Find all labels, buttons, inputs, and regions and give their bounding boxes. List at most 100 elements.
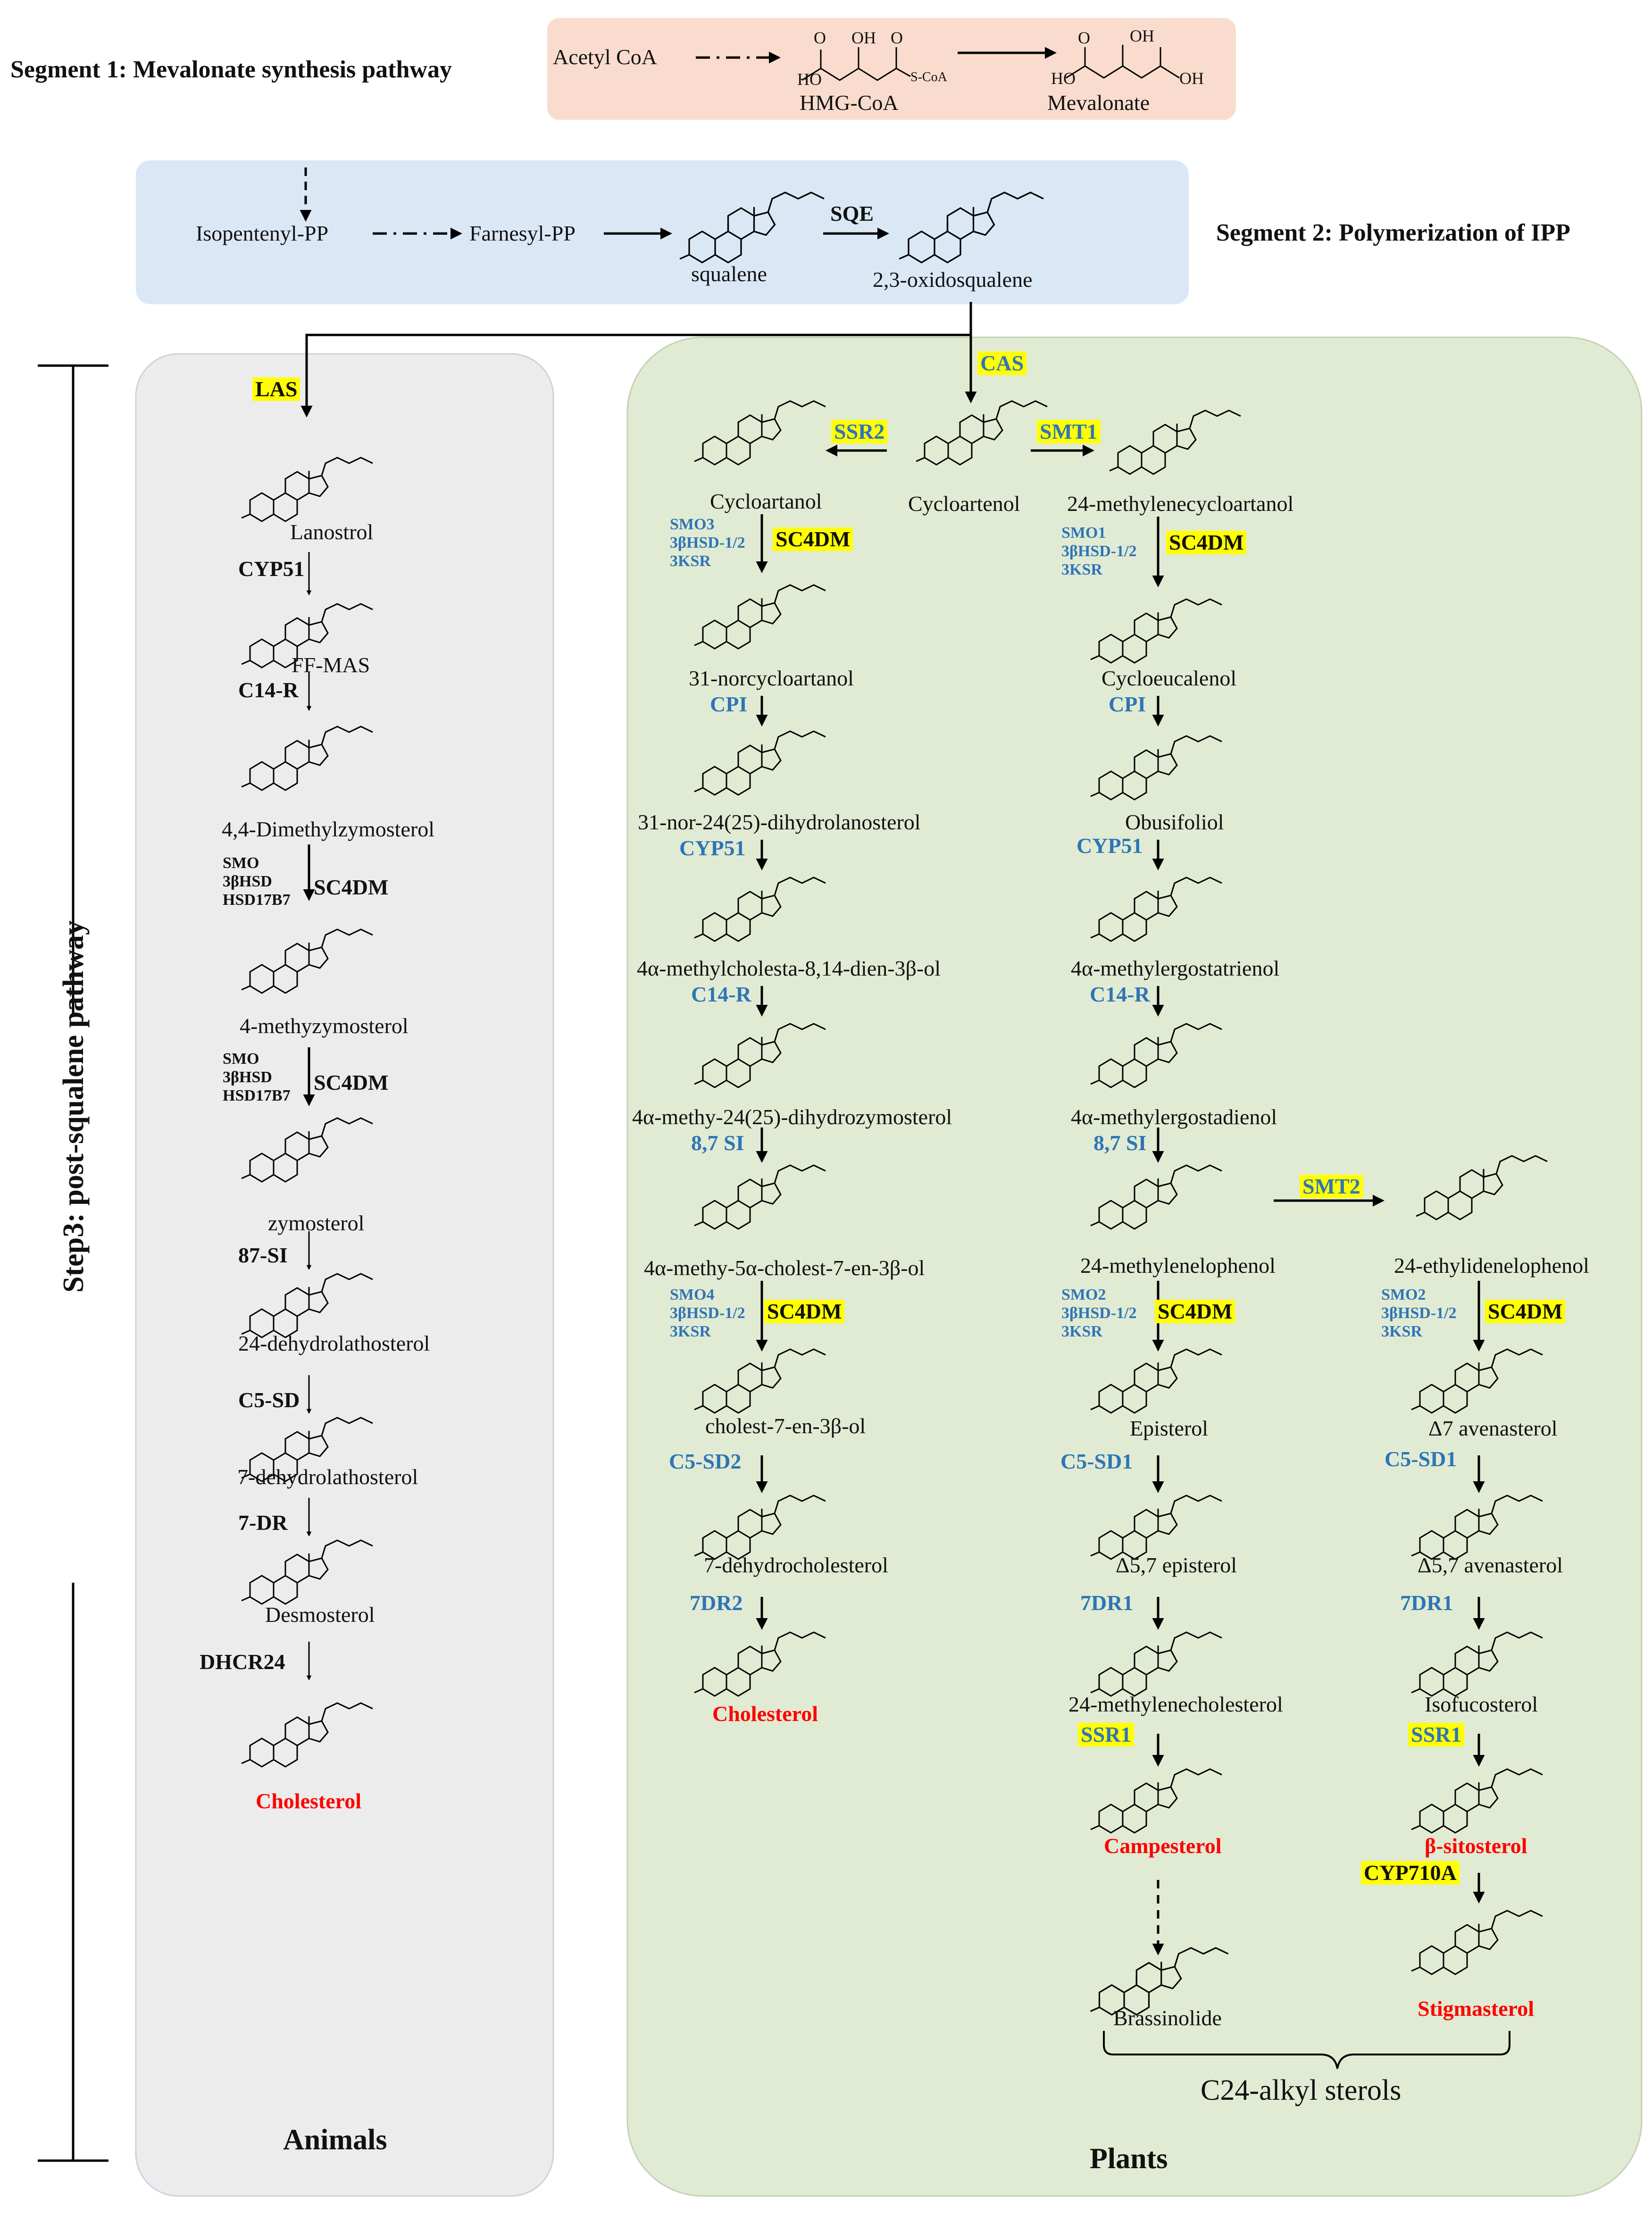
nordihydro-label: 31-nor-24(25)-dihydrolanosterol bbox=[638, 810, 921, 834]
hmg-o2-label: O bbox=[891, 28, 903, 47]
cholest7-label: 4α-methy-5α-cholest-7-en-3β-ol bbox=[644, 1256, 925, 1280]
cyp710a-enzyme: CYP710A bbox=[1361, 1861, 1460, 1885]
segment2-title: Segment 2: Polymerization of IPP bbox=[1216, 219, 1570, 246]
cpi-plant-mid: CPI bbox=[1109, 692, 1146, 716]
c5sd1-plant-mid: C5-SD1 bbox=[1060, 1449, 1133, 1473]
ergostatrienol-label: 4α-methylergostatrienol bbox=[1071, 956, 1280, 980]
dr1-plant-mid: 7DR1 bbox=[1080, 1591, 1134, 1615]
sqe-enzyme: SQE bbox=[830, 201, 874, 225]
segment1-title: Segment 1: Mevalonate synthesis pathway bbox=[10, 56, 452, 83]
lanostrol-label: Lanostrol bbox=[290, 520, 374, 544]
cyp51-animal: CYP51 bbox=[238, 557, 305, 581]
cas-enzyme: CAS bbox=[977, 351, 1027, 375]
dhcr24-animal: DHCR24 bbox=[200, 1650, 285, 1674]
cholesterol-animal: Cholesterol bbox=[256, 1789, 362, 1813]
c5sd2-plant: C5-SD2 bbox=[669, 1449, 742, 1473]
sc4dm-animal-1: SC4DM bbox=[314, 875, 389, 899]
plant-left-cofactors-2: SMO4 3βHSD-1/2 3KSR bbox=[670, 1286, 745, 1341]
segment1-box bbox=[547, 18, 1236, 120]
mev-oh1-label: OH bbox=[1130, 26, 1154, 45]
d57aven-label: Δ5,7 avenasterol bbox=[1418, 1553, 1563, 1577]
campesterol-label: Campesterol bbox=[1104, 1834, 1222, 1858]
squalene-label: squalene bbox=[691, 262, 767, 286]
sitosterol-label: β-sitosterol bbox=[1425, 1834, 1527, 1858]
sc4dm-plant-mid-1: SC4DM bbox=[1166, 531, 1247, 554]
sc4dm-plant-left-2: SC4DM bbox=[764, 1300, 845, 1323]
fpp-label: Farnesyl-PP bbox=[469, 221, 576, 245]
animals-panel bbox=[135, 353, 554, 2197]
plant-mid-cofactors-2: SMO2 3βHSD-1/2 3KSR bbox=[1061, 1286, 1137, 1341]
cycloartenol-label: Cycloartenol bbox=[908, 492, 1020, 516]
c14r-plant-mid: C14-R bbox=[1090, 982, 1150, 1006]
norcyclo-label: 31-norcycloartanol bbox=[689, 666, 854, 690]
methylenechol-label: 24-methylenecholesterol bbox=[1068, 1692, 1283, 1716]
c5sd-animal: C5-SD bbox=[238, 1388, 300, 1412]
ipp-label: Isopentenyl-PP bbox=[196, 221, 329, 245]
dr7-animal: 7-DR bbox=[238, 1511, 288, 1535]
ergostadienol-label: 4α-methylergostadienol bbox=[1071, 1105, 1277, 1129]
step3-title: Step3: post-squalene pathway bbox=[58, 920, 90, 1293]
methyzymo-label: 4-methyzymosterol bbox=[240, 1014, 409, 1038]
dihydrozymo-label: 4α-methy-24(25)-dihydrozymosterol bbox=[632, 1105, 952, 1129]
smt2-enzyme: SMT2 bbox=[1300, 1175, 1363, 1198]
ethylidene-label: 24-ethylidenelophenol bbox=[1394, 1253, 1589, 1278]
animal-cofactors-1: SMO 3βHSD HSD17B7 bbox=[223, 854, 291, 909]
stigmasterol-label: Stigmasterol bbox=[1418, 1996, 1535, 2021]
plants-panel bbox=[626, 336, 1643, 2197]
sc4dm-animal-2: SC4DM bbox=[314, 1070, 389, 1094]
hmg-o1-label: O bbox=[814, 28, 826, 47]
hmg-oh-label: OH bbox=[851, 28, 876, 47]
c5sd1-plant-right: C5-SD1 bbox=[1385, 1447, 1457, 1471]
si87-animal: 87-SI bbox=[238, 1243, 288, 1267]
sc4dm-plant-right: SC4DM bbox=[1485, 1300, 1566, 1323]
plant-left-cofactors-1: SMO3 3βHSD-1/2 3KSR bbox=[670, 516, 745, 570]
plants-title: Plants bbox=[1090, 2143, 1168, 2175]
ssr1-plant-right: SSR1 bbox=[1408, 1723, 1465, 1746]
dmz-label: 4,4-Dimethylzymosterol bbox=[222, 817, 434, 841]
hmg-scoa-label: S-CoA bbox=[910, 70, 947, 84]
d57episterol-label: Δ5,7 episterol bbox=[1116, 1553, 1237, 1577]
mevalonate-label: Mevalonate bbox=[1047, 91, 1150, 115]
si87-plant-mid: 8,7 SI bbox=[1093, 1131, 1147, 1155]
si87-plant-left: 8,7 SI bbox=[691, 1131, 744, 1155]
zymosterol-label: zymosterol bbox=[268, 1211, 365, 1235]
cyp51-plant-left: CYP51 bbox=[679, 836, 746, 860]
desmosterol-label: Desmosterol bbox=[265, 1603, 375, 1627]
cyp51-plant-mid: CYP51 bbox=[1076, 834, 1143, 858]
lophenol-label: 24-methylenelophenol bbox=[1080, 1253, 1276, 1278]
plant-right-cofactors: SMO2 3βHSD-1/2 3KSR bbox=[1381, 1286, 1457, 1341]
animal-cofactors-2: SMO 3βHSD HSD17B7 bbox=[223, 1050, 291, 1105]
c24-brace bbox=[1103, 2031, 1510, 2069]
plant-mid-cofactors-1: SMO1 3βHSD-1/2 3KSR bbox=[1061, 524, 1137, 579]
smt1-enzyme: SMT1 bbox=[1037, 420, 1101, 443]
ssr2-enzyme: SSR2 bbox=[831, 420, 888, 443]
sc4dm-plant-mid-2: SC4DM bbox=[1155, 1300, 1235, 1323]
cycloeucalenol-label: Cycloeucalenol bbox=[1101, 666, 1237, 690]
cpi-plant-left: CPI bbox=[710, 692, 748, 716]
methylenecyclo-label: 24-methylenecycloartanol bbox=[1067, 492, 1294, 516]
episterol-label: Episterol bbox=[1130, 1416, 1209, 1440]
isofuco-label: Isofucosterol bbox=[1425, 1692, 1538, 1716]
ssr1-plant-mid: SSR1 bbox=[1078, 1723, 1135, 1746]
d7aven-label: Δ7 avenasterol bbox=[1428, 1416, 1558, 1440]
hmg-ho-label: HO bbox=[797, 70, 822, 89]
mev-ho-label: HO bbox=[1051, 69, 1076, 88]
animals-title: Animals bbox=[283, 2124, 387, 2156]
cholest7en-label: cholest-7-en-3β-ol bbox=[705, 1414, 866, 1438]
c14r-plant-left: C14-R bbox=[691, 982, 751, 1006]
cholesterol-plant: Cholesterol bbox=[712, 1702, 818, 1726]
methylcholesta-label: 4α-methylcholesta-8,14-dien-3β-ol bbox=[637, 956, 941, 980]
dhc7-label: 7-dehydrocholesterol bbox=[704, 1553, 888, 1577]
dehydrolath-label: 24-dehydrolathosterol bbox=[238, 1331, 430, 1355]
oxidosqualene-label: 2,3-oxidosqualene bbox=[873, 267, 1033, 292]
c14r-animal: C14-R bbox=[238, 678, 299, 702]
obusifoliol-label: Obusifoliol bbox=[1125, 810, 1224, 834]
cycloartanol-label: Cycloartanol bbox=[710, 489, 822, 513]
c24-alkyl-label: C24-alkyl sterols bbox=[1201, 2074, 1402, 2106]
sc4dm-plant-left-1: SC4DM bbox=[773, 527, 853, 551]
mev-oh2-label: OH bbox=[1179, 69, 1204, 88]
acetyl-coa-label: Acetyl CoA bbox=[553, 45, 658, 69]
dr2-plant: 7DR2 bbox=[690, 1591, 743, 1615]
hmg-coa-label: HMG-CoA bbox=[800, 91, 899, 115]
